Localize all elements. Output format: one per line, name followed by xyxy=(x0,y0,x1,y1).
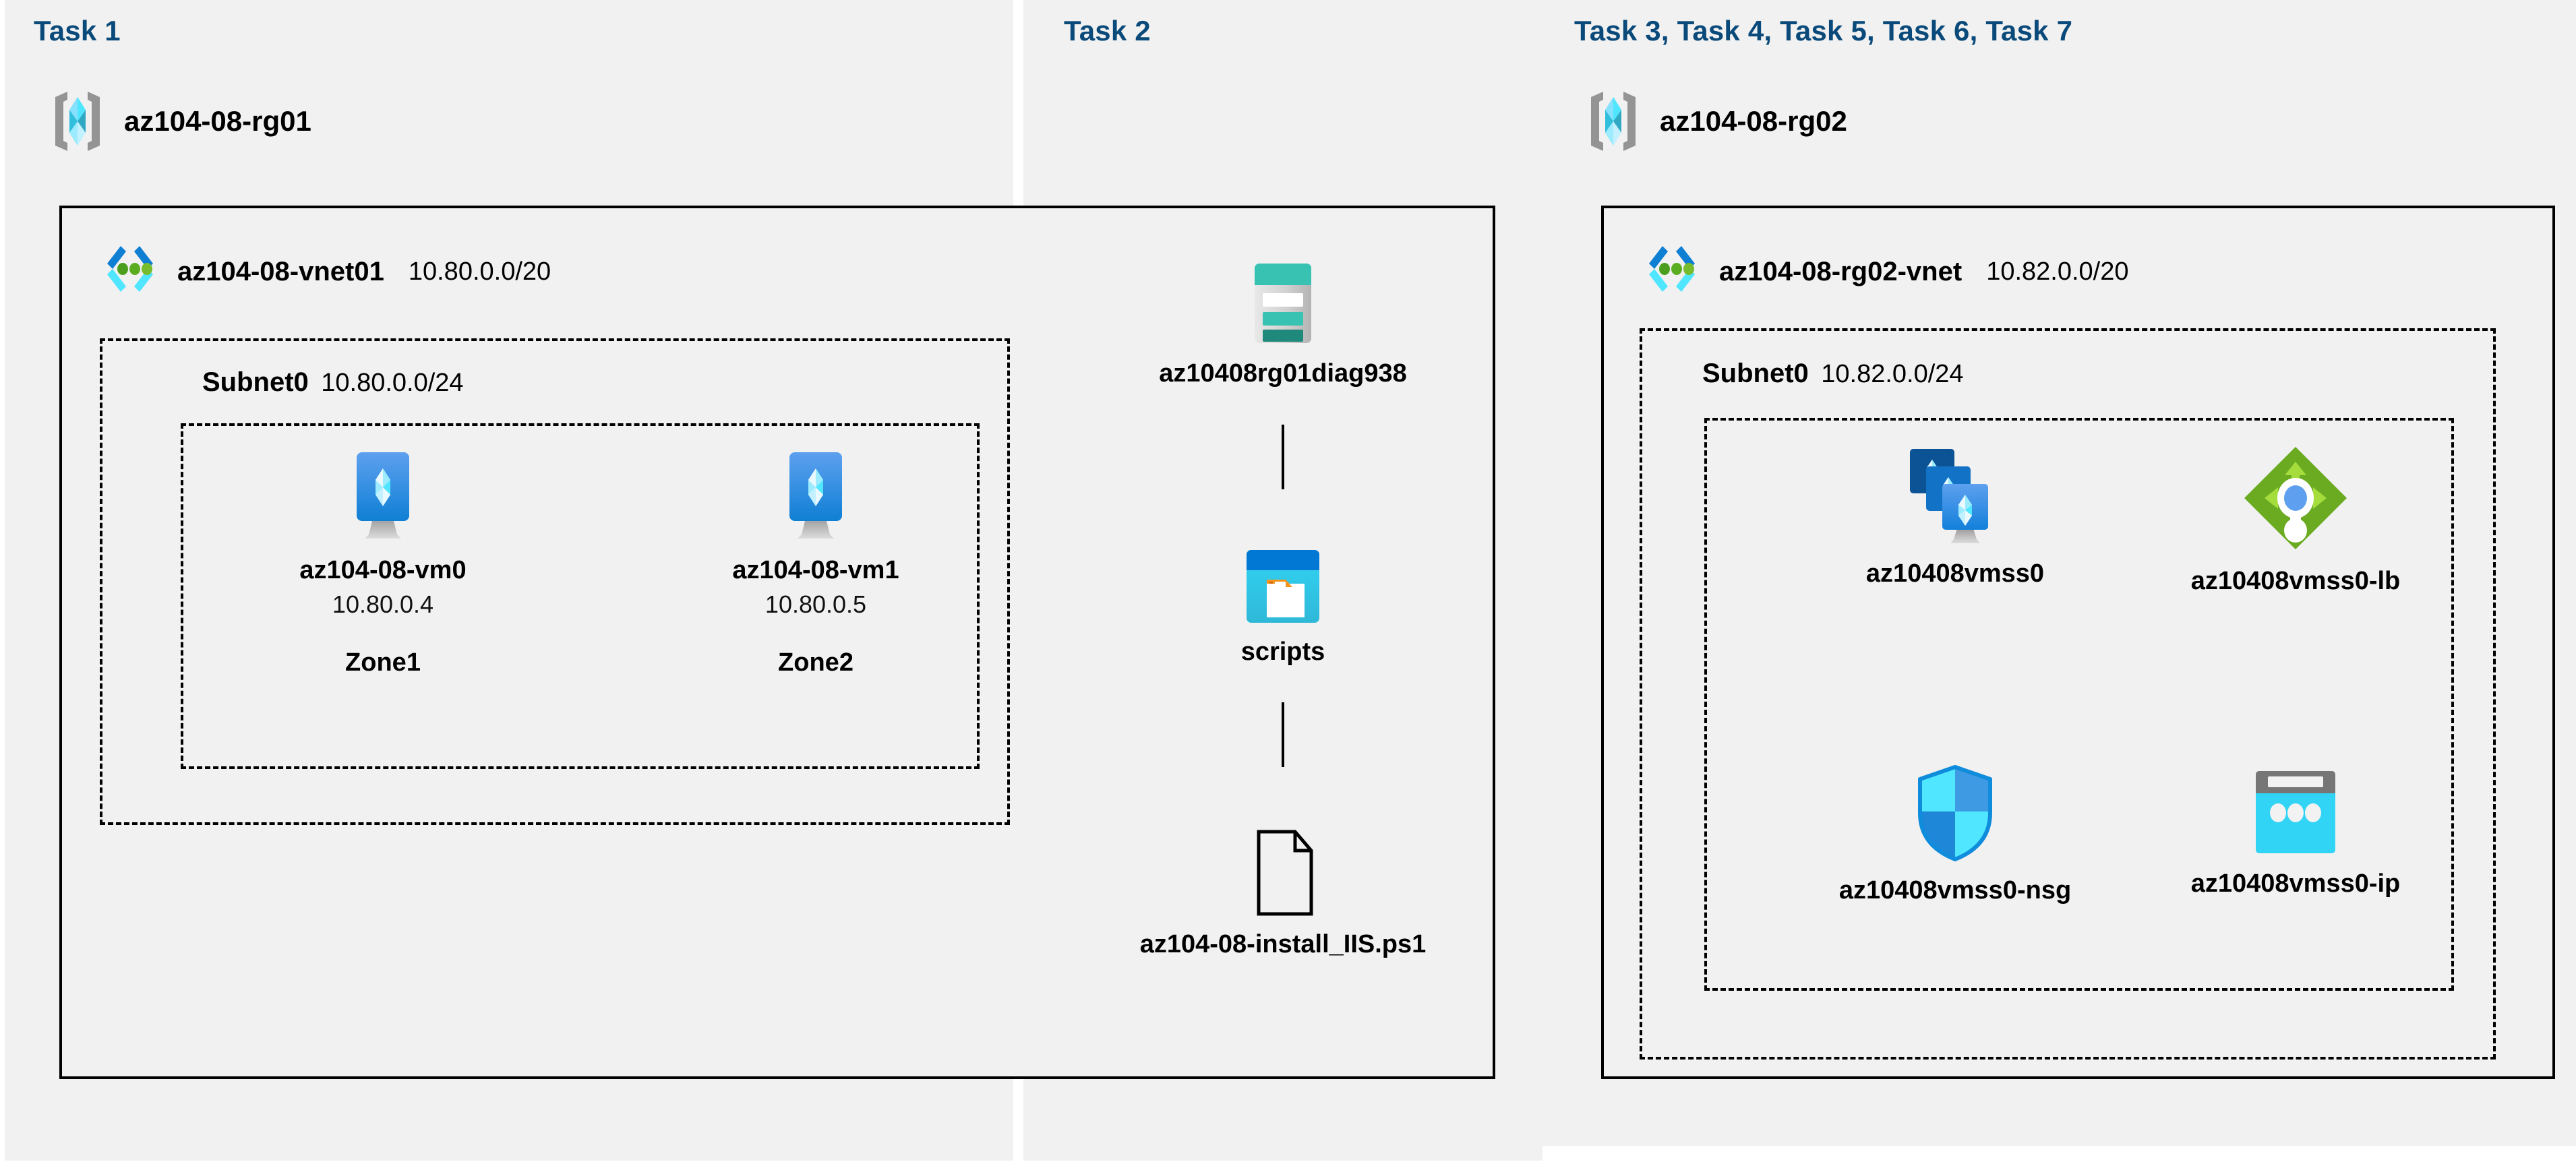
resource-group-rg02: az104-08-rg02 xyxy=(1584,88,1847,155)
vnet01-header: az104-08-vnet01 10.80.0.0/20 xyxy=(98,239,551,304)
nsg-name: az10408vmss0-nsg xyxy=(1838,876,2072,904)
subnet0-name-col3: Subnet0 xyxy=(1702,359,1809,388)
storage-account-icon xyxy=(1249,259,1317,347)
connector-container-to-file xyxy=(1282,702,1284,767)
subnet0-name-col1: Subnet0 xyxy=(202,367,309,397)
availability-zone-boundary xyxy=(181,423,980,769)
rg02-vnet-boundary xyxy=(1601,206,2555,1079)
public-ip-name: az10408vmss0-ip xyxy=(2190,869,2401,898)
vmss-node: az10408vmss0 xyxy=(1820,445,2090,588)
vm1-ip: 10.80.0.5 xyxy=(765,590,867,618)
vm1-name: az104-08-vm1 xyxy=(732,556,899,584)
vm1-zone: Zone2 xyxy=(778,648,853,677)
virtual-network-icon xyxy=(1640,239,1704,304)
blob-container-node: scripts xyxy=(1162,547,1404,667)
connector-storage-to-container xyxy=(1282,425,1284,489)
vm0-ip: 10.80.0.4 xyxy=(332,590,434,618)
vnet01-boundary xyxy=(59,206,1495,1079)
blob-container-icon xyxy=(1244,547,1322,625)
resource-group-icon xyxy=(49,88,107,155)
virtual-network-icon xyxy=(98,239,162,304)
subnet0-boundary-col1 xyxy=(100,338,1010,825)
network-security-group-icon xyxy=(1912,763,1998,864)
vmss-resources-boundary xyxy=(1704,418,2454,991)
virtual-machine-icon xyxy=(343,448,423,544)
resource-group-icon xyxy=(1584,88,1642,155)
script-file-node: az104-08-install_IIS.ps1 xyxy=(1133,828,1433,959)
vm0-name: az104-08-vm0 xyxy=(299,556,467,584)
virtual-machine-icon xyxy=(776,448,856,544)
subnet0-header-col3: Subnet0 10.82.0.0/24 xyxy=(1702,359,1964,389)
rg02-vnet-name: az104-08-rg02-vnet xyxy=(1719,256,1963,286)
subnet0-header-col1: Subnet0 10.80.0.0/24 xyxy=(202,367,464,398)
vnet01-name: az104-08-vnet01 xyxy=(177,256,384,286)
public-ip-address-icon xyxy=(2248,767,2343,857)
vm-scale-set-icon xyxy=(1905,445,2006,547)
vm-node-1: az104-08-vm1 10.80.0.5 Zone2 xyxy=(694,448,937,677)
script-file-name: az104-08-install_IIS.ps1 xyxy=(1139,930,1427,958)
resource-group-name: az104-08-rg02 xyxy=(1660,105,1847,137)
rg02-vnet-header: az104-08-rg02-vnet 10.82.0.0/20 xyxy=(1640,239,2129,304)
storage-account-name: az10408rg01diag938 xyxy=(1159,359,1407,388)
load-balancer-name: az10408vmss0-lb xyxy=(2190,567,2401,595)
vm0-zone: Zone1 xyxy=(345,648,421,677)
task-1-label: Task 1 xyxy=(34,15,121,47)
storage-account-node: az10408rg01diag938 xyxy=(1159,259,1407,388)
blob-container-name: scripts xyxy=(1240,638,1325,666)
resource-group-rg01: az104-08-rg01 xyxy=(49,88,311,155)
file-icon xyxy=(1248,828,1318,918)
subnet0-boundary-col3 xyxy=(1640,328,2496,1060)
subnet0-cidr-col1: 10.80.0.0/24 xyxy=(321,369,464,397)
nsg-node: az10408vmss0-nsg xyxy=(1820,763,2090,905)
subnet0-cidr-col3: 10.82.0.0/24 xyxy=(1821,360,1964,388)
load-balancer-node: az10408vmss0-lb xyxy=(2161,441,2430,596)
load-balancer-icon xyxy=(2239,441,2352,555)
task-2-label: Task 2 xyxy=(1064,15,1151,47)
vnet01-cidr: 10.80.0.0/20 xyxy=(408,257,551,286)
vm-node-0: az104-08-vm0 10.80.0.4 Zone1 xyxy=(262,448,504,677)
rg02-vnet-cidr: 10.82.0.0/20 xyxy=(1986,257,2129,286)
task-3-7-label: Task 3, Task 4, Task 5, Task 6, Task 7 xyxy=(1574,15,2073,47)
vmss-name: az10408vmss0 xyxy=(1865,559,2045,588)
resource-group-name: az104-08-rg01 xyxy=(124,105,311,137)
public-ip-node: az10408vmss0-ip xyxy=(2161,767,2430,898)
